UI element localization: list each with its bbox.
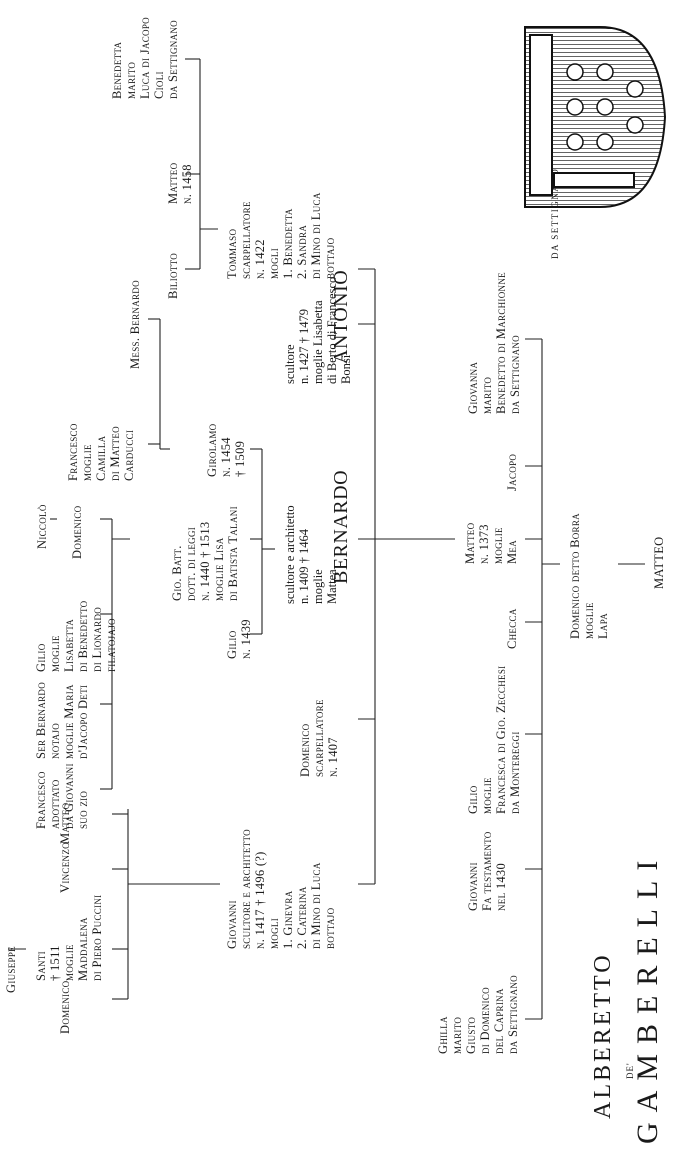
person-vincenzo: Vincenzo	[58, 842, 72, 893]
person-giuseppe: Giuseppe	[4, 946, 18, 993]
person-giovanni-1430: Giovanni Fa testamento nel 1430	[466, 831, 508, 911]
person-gilio-1439: Gilio n. 1439	[225, 619, 253, 659]
person-checca: Checca	[505, 608, 519, 649]
person-matteo-1373: Matteo n. 1373 moglie Mea	[463, 522, 519, 564]
person-domenico-g: Domenico	[70, 505, 84, 559]
person-domenico-1407: Domenico scarpellatore n. 1407	[298, 699, 340, 777]
person-bernardo-details: scultore e architetto n. 1409 † 1464 mog…	[283, 505, 339, 604]
person-jacopo: Jacopo	[505, 453, 519, 491]
person-mess-bernardo: Mess. Bernardo	[128, 280, 142, 369]
title-alberetto: ALBERETTO	[590, 952, 616, 1119]
person-santi: Santi † 1511 moglie Maddalena di Piero P…	[34, 894, 104, 981]
person-girolamo: Girolamo n. 1454 † 1509	[205, 423, 247, 477]
person-domenico-son: Domenico	[58, 980, 72, 1034]
person-matteo-root: MATTEO	[652, 536, 666, 590]
person-giovanna: Giovanna marito Benedetto di Marchionne …	[466, 272, 522, 414]
person-domenico-borra: Domenico detto Borra moglie Lapa	[568, 513, 610, 639]
person-ser-bernardo: Ser Bernardo notajo moglie Maria d'Jacop…	[34, 681, 90, 759]
person-francesco-carducci: Francesco moglie Camilla di Matteo Cardu…	[66, 423, 136, 481]
person-antonio-details: scultore n. 1427 † 1479 moglie Lisabetta…	[283, 276, 353, 384]
person-niccolo: Niccolò	[35, 504, 49, 549]
person-gio-batt: Gio. Batt. dott. di leggi n. 1440 † 1513…	[170, 506, 240, 601]
person-matteo-1458: Matteo n. 1458	[166, 162, 194, 204]
person-tommaso: Tommaso scarpellatore n. 1422 mogli 1. B…	[225, 192, 337, 279]
title-family-name: GAMBERELLI	[631, 850, 664, 1144]
person-ghilla: Ghilla marito Giusto di Domenico del Cap…	[436, 975, 520, 1054]
coat-of-arms-icon	[524, 26, 667, 208]
person-giovanni-architetto: Giovanni scultore e architetto n. 1417 †…	[225, 829, 337, 949]
person-gilio-filatojajo: Gilio moglie Lisabetta di Benedetto di L…	[34, 600, 118, 672]
person-biliotto: Biliotto	[166, 252, 180, 299]
person-benedetta: Benedetta marito Luca di Jacopo Cioli da…	[110, 17, 180, 99]
person-gilio-zecchesi: Gilio moglie Francesca di Gio. Zecchesi …	[466, 665, 522, 814]
person-francesco-adottato: Francesco adottato da Giovanni suo zio	[34, 763, 90, 829]
